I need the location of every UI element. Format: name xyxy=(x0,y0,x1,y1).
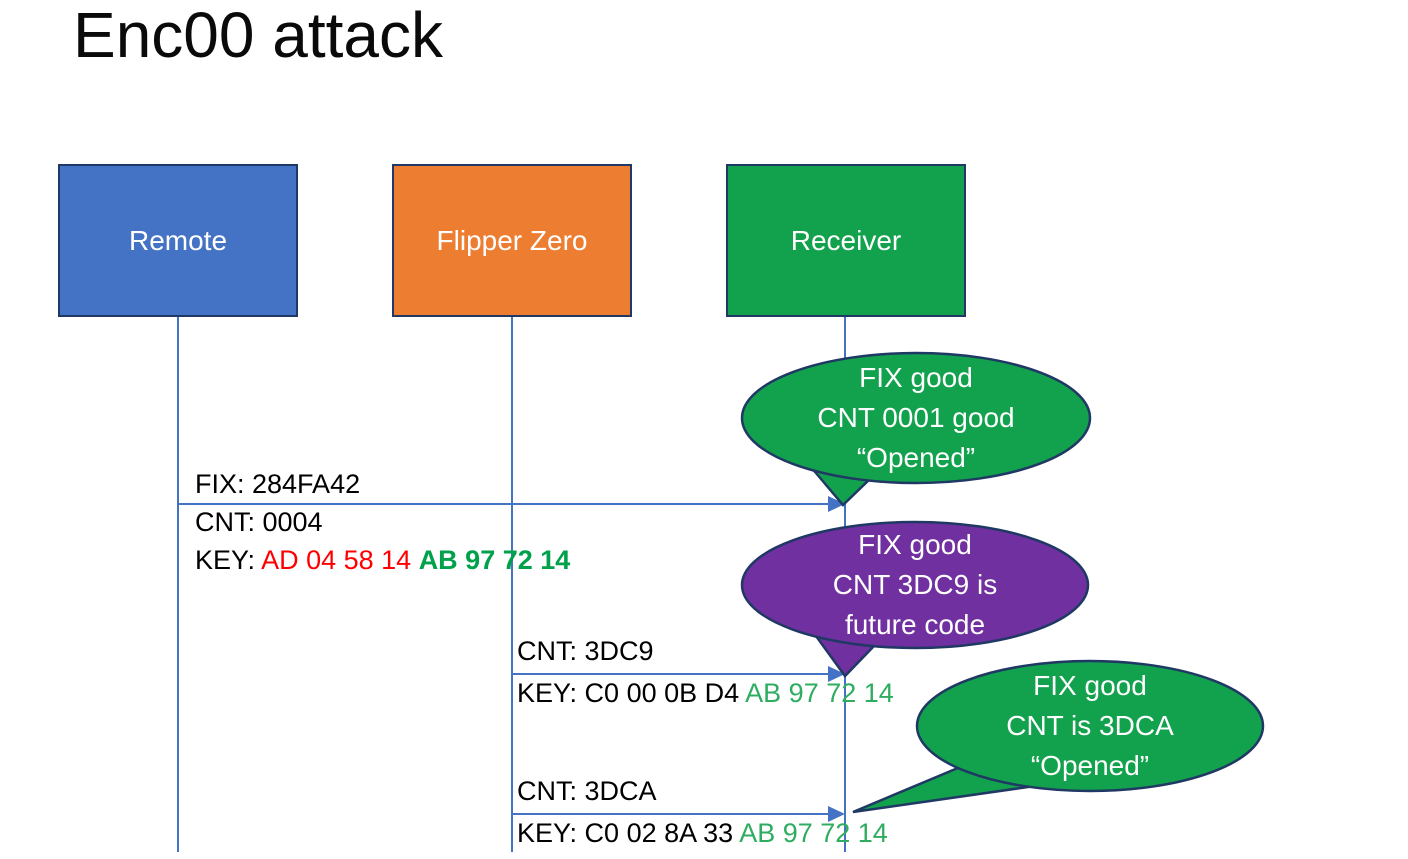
message-3-key: KEY: C0 02 8A 33 AB 97 72 14 xyxy=(517,818,888,849)
callout-1-line-1: FIX good xyxy=(859,362,973,393)
actor-label-flipper-zero: Flipper Zero xyxy=(436,224,588,256)
actor-box-receiver: Receiver xyxy=(726,164,966,317)
message-1-key-green-bytes: AB 97 72 14 xyxy=(418,545,571,575)
callout-2-line-3: future code xyxy=(844,609,986,640)
actor-box-flipper-zero: Flipper Zero xyxy=(392,164,632,317)
message-1-key-prefix: KEY: xyxy=(195,545,262,575)
message-2-key-green-bytes: AB 97 72 14 xyxy=(745,678,894,708)
callout-bubble-2 xyxy=(740,520,1090,678)
message-3-key-green-bytes: AB 97 72 14 xyxy=(739,818,888,848)
message-1-fix: FIX: 284FA42 xyxy=(195,469,361,499)
message-2-key-prefix: KEY: xyxy=(517,678,585,708)
actor-label-receiver: Receiver xyxy=(790,224,902,256)
message-2-cnt: CNT: 3DC9 xyxy=(517,636,654,666)
message-1-cnt: CNT: 0004 xyxy=(195,507,323,537)
callout-2-line-2: CNT 3DC9 is xyxy=(832,569,998,600)
message-2-key-black-bytes: C0 00 0B D4 xyxy=(584,678,746,708)
message-3-cnt: CNT: 3DCA xyxy=(517,776,657,806)
message-3-key-black-bytes: C0 02 8A 33 xyxy=(584,818,740,848)
callout-3-text: FIX good CNT is 3DCA “Opened” xyxy=(940,666,1240,786)
callout-1-ellipse xyxy=(740,351,1092,485)
callout-2-line-1: FIX good xyxy=(858,529,972,560)
callout-1-text: FIX good CNT 0001 good “Opened” xyxy=(766,358,1066,478)
arrowhead-icon xyxy=(828,806,845,822)
message-2-key: KEY: C0 00 0B D4 AB 97 72 14 xyxy=(517,678,894,709)
callout-1-line-2: CNT 0001 good xyxy=(817,402,1015,433)
message-arrow-3 xyxy=(512,813,829,815)
callout-2-ellipse xyxy=(740,520,1090,650)
callout-3-line-2: CNT is 3DCA xyxy=(1006,710,1174,741)
message-1-key: KEY: AD 04 58 14 AB 97 72 14 xyxy=(195,545,570,576)
callout-2-text: FIX good CNT 3DC9 is future code xyxy=(765,525,1065,645)
callout-3-ellipse xyxy=(915,659,1265,793)
message-arrow-2 xyxy=(512,673,829,675)
lifeline-flipper-zero xyxy=(511,317,513,852)
message-arrow-1 xyxy=(178,503,829,505)
callout-bubble-3 xyxy=(852,659,1265,814)
callout-bubble-1 xyxy=(740,351,1092,507)
actor-box-remote: Remote xyxy=(58,164,298,317)
callout-1-line-3: “Opened” xyxy=(856,442,976,473)
callout-3-line-1: FIX good xyxy=(1033,670,1147,701)
lifeline-remote xyxy=(177,317,179,852)
message-1-key-red-bytes: AD 04 58 14 xyxy=(261,545,419,575)
page-title: Enc00 attack xyxy=(73,0,443,71)
message-3-key-prefix: KEY: xyxy=(517,818,585,848)
actor-label-remote: Remote xyxy=(128,224,228,256)
callout-3-line-3: “Opened” xyxy=(1030,750,1150,781)
